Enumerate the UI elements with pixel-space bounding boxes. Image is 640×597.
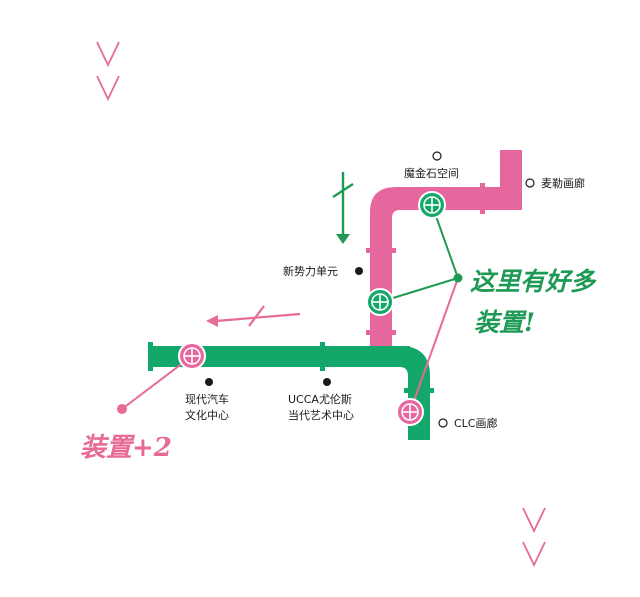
double-chevron-icon (522, 507, 546, 568)
station-label-xiandai-1: 现代汽车 (185, 392, 229, 406)
station-label-maile: 麦勒画廊 (541, 176, 585, 190)
annotation-pink: 装置+2 (80, 433, 172, 463)
valve-wheel-icon (418, 191, 446, 219)
station-label-ucca-2: 当代艺术中心 (288, 408, 354, 422)
connector-lines (121, 204, 459, 413)
station-marker-open (438, 418, 448, 428)
station-label-clc: CLC画廊 (454, 416, 498, 430)
double-chevron-icon (96, 41, 120, 102)
arrow-down-icon (332, 172, 354, 244)
valve-wheel-icon (396, 398, 424, 426)
station-label-moshen: 魔金石空间 (404, 166, 459, 180)
annotation-green-line1: 这里有好多 (470, 267, 597, 296)
station-marker-filled (323, 378, 331, 386)
connector-node (453, 273, 463, 283)
connector-node (117, 404, 127, 414)
station-label-xiandai-2: 文化中心 (185, 408, 229, 422)
station-label-xinshili: 新势力单元 (283, 264, 338, 278)
station-label-ucca-1: UCCA尤伦斯 (288, 392, 352, 406)
station-marker-open (432, 151, 442, 161)
station-marker-filled (355, 267, 363, 275)
station-marker-filled (205, 378, 213, 386)
annotation-green-line2: 装置! (474, 308, 535, 337)
valve-wheel-icon (178, 342, 206, 370)
valve-wheel-icon (366, 288, 394, 316)
station-marker-open (525, 178, 535, 188)
arrow-left-icon (206, 305, 301, 327)
